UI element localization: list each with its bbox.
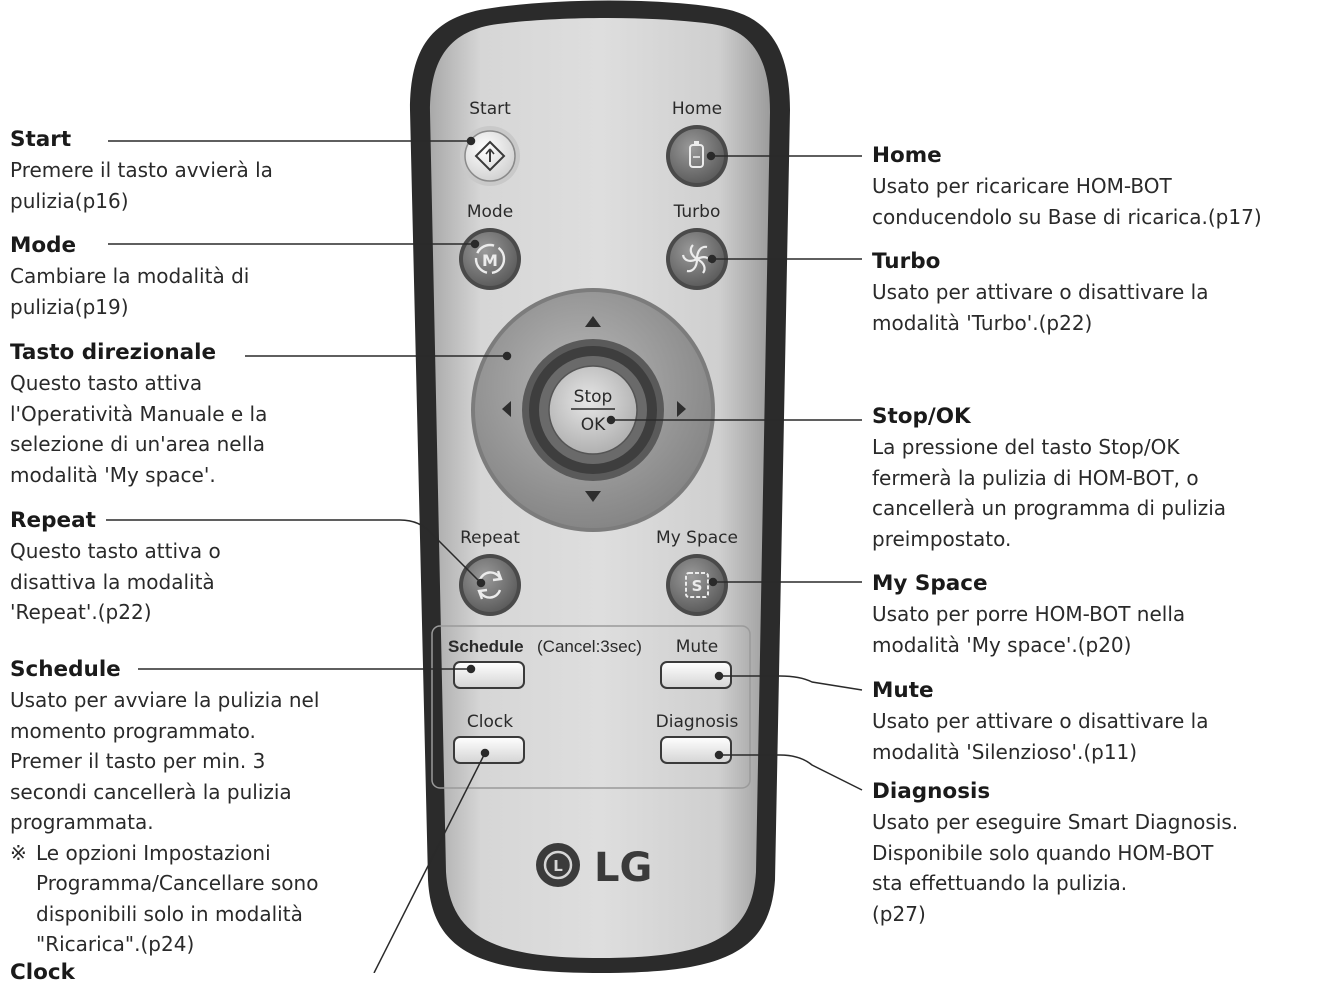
mute-button[interactable] bbox=[660, 661, 732, 689]
annotation-mode-title: Mode bbox=[10, 233, 77, 258]
turbo-label: Turbo bbox=[673, 202, 721, 222]
ok-label: OK bbox=[581, 415, 606, 435]
repeat-label: Repeat bbox=[460, 528, 520, 548]
annotation-stopok-title: Stop/OK bbox=[872, 404, 971, 429]
my-space-icon: S bbox=[685, 572, 709, 598]
annotation-schedule: Schedule Usato per avviare la pulizia ne… bbox=[10, 655, 390, 960]
annotation-mute-title: Mute bbox=[872, 678, 934, 703]
schedule-note: ※Le opzioni Impostazioni Programma/Cance… bbox=[10, 840, 319, 957]
stop-label: Stop bbox=[574, 387, 613, 407]
annotation-start: Start Premere il tasto avvierà la pulizi… bbox=[10, 125, 340, 216]
annotation-home: Home Usato per ricaricare HOM-BOT conduc… bbox=[872, 141, 1332, 232]
mute-label: Mute bbox=[676, 637, 719, 657]
start-label: Start bbox=[469, 99, 511, 119]
arrow-down-icon bbox=[585, 491, 601, 502]
leader-diagnosis bbox=[720, 754, 863, 791]
annotation-repeat-title: Repeat bbox=[10, 508, 96, 533]
my-space-label: My Space bbox=[656, 528, 738, 548]
svg-text:LG: LG bbox=[594, 845, 652, 891]
my-space-button[interactable]: S bbox=[666, 554, 728, 616]
repeat-icon bbox=[477, 570, 503, 600]
annotation-mode: Mode Cambiare la modalità di pulizia(p19… bbox=[10, 231, 340, 322]
arrow-up-icon bbox=[585, 316, 601, 327]
diagnosis-button[interactable] bbox=[660, 736, 732, 764]
lg-logo: L LG bbox=[536, 843, 652, 891]
home-button[interactable] bbox=[666, 125, 728, 187]
turbo-button[interactable] bbox=[666, 228, 728, 290]
annotation-home-title: Home bbox=[872, 143, 942, 168]
annotation-diagnosis: Diagnosis Usato per eseguire Smart Diagn… bbox=[872, 777, 1332, 929]
annotation-turbo-title: Turbo bbox=[872, 249, 941, 274]
clock-button[interactable] bbox=[453, 736, 525, 764]
annotation-direction: Tasto direzionale Questo tasto attiva l'… bbox=[10, 338, 340, 490]
annotation-myspace-title: My Space bbox=[872, 571, 988, 596]
leader-mute bbox=[720, 675, 863, 691]
annotation-start-title: Start bbox=[10, 127, 72, 152]
home-label: Home bbox=[672, 99, 722, 119]
arrow-right-icon bbox=[677, 401, 686, 417]
annotation-repeat: Repeat Questo tasto attiva o disattiva l… bbox=[10, 506, 340, 628]
annotation-clock-title: Clock bbox=[10, 960, 75, 985]
annotation-clock: Clock bbox=[10, 958, 210, 988]
svg-text:L: L bbox=[553, 857, 563, 875]
svg-text:S: S bbox=[692, 577, 703, 595]
annotation-stopok: Stop/OK La pressione del tasto Stop/OK f… bbox=[872, 402, 1332, 554]
start-icon bbox=[474, 140, 506, 172]
svg-text:M: M bbox=[482, 251, 498, 270]
arrow-left-icon bbox=[502, 401, 511, 417]
schedule-label: Schedule bbox=[448, 637, 524, 656]
stop-ok-button[interactable]: Stop OK bbox=[548, 365, 638, 455]
annotation-direction-title: Tasto direzionale bbox=[10, 340, 217, 365]
annotation-turbo: Turbo Usato per attivare o disattivare l… bbox=[872, 247, 1332, 338]
leader-repeat bbox=[106, 519, 481, 583]
diagnosis-label: Diagnosis bbox=[656, 712, 739, 732]
annotation-schedule-title: Schedule bbox=[10, 657, 121, 682]
leader-clock bbox=[373, 754, 485, 973]
mode-button[interactable]: M bbox=[459, 228, 521, 290]
mode-label: Mode bbox=[467, 202, 513, 222]
schedule-cancel-note: (Cancel:3sec) bbox=[537, 637, 642, 656]
battery-icon bbox=[689, 141, 704, 168]
annotation-myspace: My Space Usato per porre HOM-BOT nella m… bbox=[872, 569, 1332, 660]
annotation-mute: Mute Usato per attivare o disattivare la… bbox=[872, 676, 1332, 767]
clock-label: Clock bbox=[467, 712, 513, 732]
button-panel bbox=[431, 625, 751, 789]
repeat-button[interactable] bbox=[459, 554, 521, 616]
schedule-button[interactable] bbox=[453, 661, 525, 689]
start-button[interactable] bbox=[460, 126, 520, 186]
leader-lines bbox=[106, 136, 863, 973]
mode-icon: M bbox=[474, 243, 506, 275]
annotation-diagnosis-title: Diagnosis bbox=[872, 779, 991, 804]
